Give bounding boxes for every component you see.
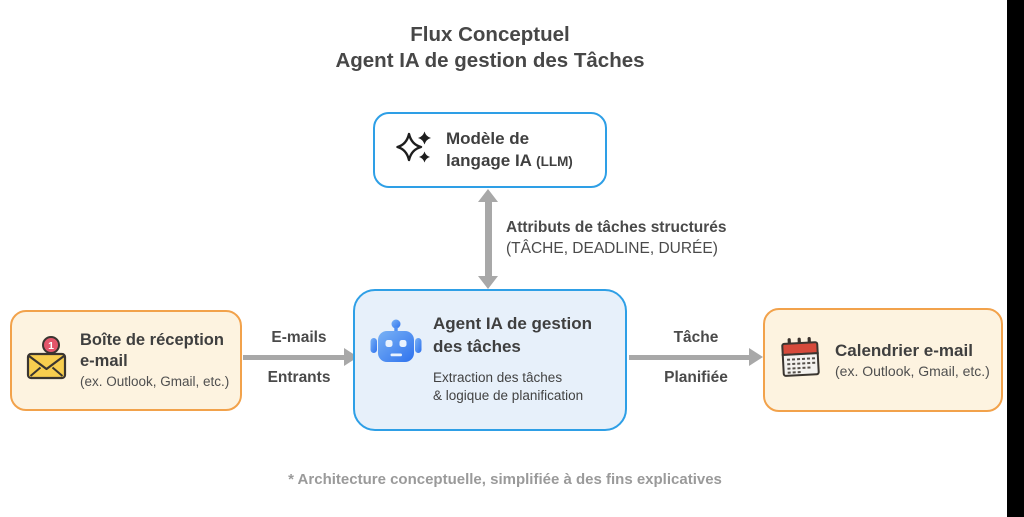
llm-agent-arrow-head-down (478, 276, 498, 289)
structured-attributes-label: Attributs de tâches structurés (TÂCHE, D… (506, 217, 727, 259)
title-line-2: Agent IA de gestion des Tâches (335, 49, 645, 72)
inbox-title-line-2: e-mail (80, 352, 128, 370)
llm-agent-arrow-head-up (478, 189, 498, 202)
agent-description-line-1: Extraction des tâches (433, 370, 563, 385)
structured-attributes-line-1: Attributs de tâches structurés (506, 219, 727, 236)
llm-node: Modèle de langage IA (LLM) (373, 112, 607, 188)
unread-badge-count: 1 (48, 339, 54, 351)
llm-label: Modèle de langage IA (LLM) (446, 128, 573, 173)
robot-icon (369, 317, 423, 376)
sparkles-icon (396, 130, 432, 171)
calendar-icon (778, 335, 824, 386)
llm-label-line-2: langage IA (LLM) (446, 150, 573, 170)
inflow-arrow-shaft (243, 355, 346, 360)
agent-label: Agent IA de gestion des tâches Extractio… (433, 312, 621, 405)
agent-description: Extraction des tâches & logique de plani… (433, 369, 621, 405)
right-edge-black-strip (1007, 0, 1024, 517)
calendar-subtitle: (ex. Outlook, Gmail, etc.) (835, 363, 990, 379)
outflow-label-bottom: Planifiée (664, 369, 728, 386)
outflow-arrow-shaft (629, 355, 751, 360)
outflow-label-top: Tâche (673, 329, 719, 346)
agent-title: Agent IA de gestion des tâches (433, 314, 592, 356)
inflow-label-top: E-mails (271, 329, 327, 346)
email-inbox-node: 1 Boîte de réception e-mail (ex. Outlook… (10, 310, 242, 411)
llm-label-suffix: (LLM) (536, 153, 573, 169)
calendar-title: Calendrier e-mail (835, 341, 973, 360)
inbox-title-line-1: Boîte de réception (80, 331, 224, 349)
footnote: * Architecture conceptuelle, simplifiée … (288, 471, 722, 488)
llm-agent-arrow-shaft (485, 201, 492, 277)
agent-description-line-2: & logique de planification (433, 388, 584, 403)
envelope-icon: 1 (25, 335, 69, 387)
llm-label-line-1: Modèle de (446, 128, 530, 148)
title-line-1: Flux Conceptuel (410, 23, 570, 46)
structured-attributes-line-2: (TÂCHE, DEADLINE, DURÉE) (506, 240, 718, 257)
page-title: Flux Conceptuel Agent IA de gestion des … (90, 22, 890, 74)
calendar-label: Calendrier e-mail (ex. Outlook, Gmail, e… (835, 340, 990, 380)
email-calendar-node: Calendrier e-mail (ex. Outlook, Gmail, e… (763, 308, 1003, 412)
outflow-arrow-head (749, 348, 763, 366)
ai-agent-node: Agent IA de gestion des tâches Extractio… (353, 289, 627, 431)
inbox-label: Boîte de réception e-mail (ex. Outlook, … (80, 330, 229, 391)
inflow-label-bottom: Entrants (267, 369, 331, 386)
inbox-subtitle: (ex. Outlook, Gmail, etc.) (80, 374, 230, 389)
